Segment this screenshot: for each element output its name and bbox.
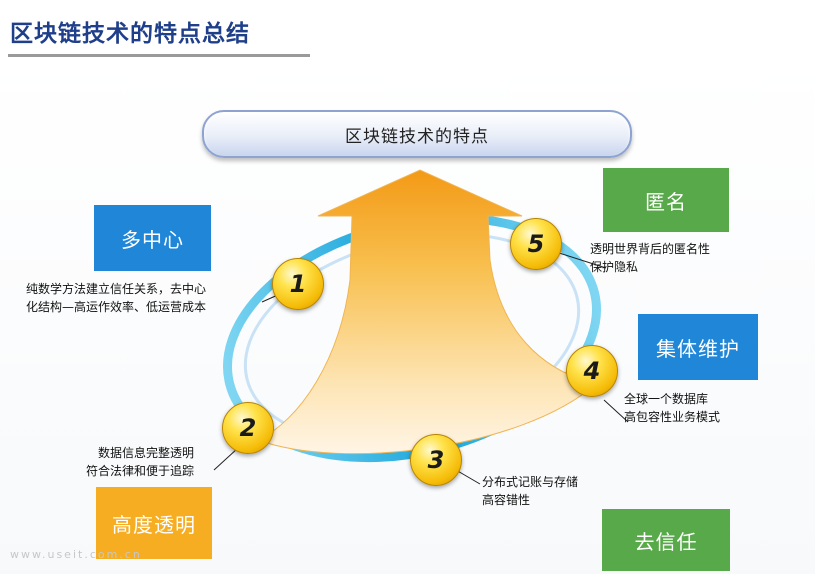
desc-line: 化结构—高运作效率、低运营成本: [26, 300, 207, 314]
desc-line: 全球一个数据库: [624, 392, 709, 406]
number-badge-4: 4: [566, 345, 618, 397]
leader-line-5: [555, 251, 607, 269]
number-badge-1: 1: [272, 258, 324, 310]
desc-line: 数据信息完整透明: [98, 446, 195, 460]
number-badge-5: 5: [510, 218, 562, 270]
label-multi-center: 多中心: [94, 205, 211, 271]
watermark: www.useit.com.cn: [10, 548, 142, 561]
desc-collective-maintenance: 全球一个数据库 高包容性业务模式: [624, 390, 720, 426]
desc-anonymity: 透明世界背后的匿名性 保护隐私: [590, 240, 710, 276]
desc-multi-center: 纯数学方法建立信任关系，去中心 化结构—高运作效率、低运营成本: [26, 280, 206, 316]
number-badge-2: 2: [222, 402, 274, 454]
desc-line: 符合法律和便于追踪: [86, 464, 195, 478]
leader-line-2: [213, 447, 239, 471]
desc-high-transparency: 数据信息完整透明 符合法律和便于追踪: [86, 444, 194, 480]
label-collective-maintenance: 集体维护: [638, 314, 758, 380]
desc-trustless: 分布式记账与存储 高容错性: [482, 473, 578, 509]
desc-line: 分布式记账与存储: [482, 475, 579, 489]
label-anonymity: 匿名: [603, 168, 729, 232]
title-divider: [8, 54, 310, 57]
diagram-header: 区块链技术的特点: [202, 110, 632, 158]
desc-line: 保护隐私: [590, 260, 639, 274]
desc-line: 透明世界背后的匿名性: [590, 242, 711, 256]
desc-line: 高容错性: [482, 493, 531, 507]
number-badge-3: 3: [410, 434, 462, 486]
leader-line-4: [603, 399, 629, 423]
desc-line: 高包容性业务模式: [624, 410, 721, 424]
upward-arrow: [256, 169, 598, 455]
label-high-transparency: 高度透明: [96, 487, 212, 559]
page-title: 区块链技术的特点总结: [10, 21, 250, 47]
desc-line: 纯数学方法建立信任关系，去中心: [26, 282, 207, 296]
label-trustless: 去信任: [602, 509, 730, 571]
